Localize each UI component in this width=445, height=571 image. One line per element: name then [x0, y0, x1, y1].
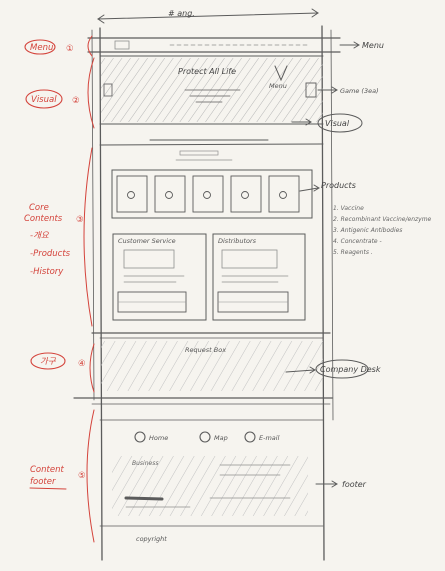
- label-visual: Visual: [31, 95, 57, 105]
- note-menu: Menu: [362, 41, 384, 50]
- visual-section: Protect All Life Menu: [99, 55, 324, 125]
- width-dimension: # ang.: [97, 8, 319, 24]
- product-item-5: 5. Reagents .: [333, 249, 373, 256]
- core-section: Customer Service Distributors: [111, 150, 313, 321]
- footer-link-map: Map: [214, 434, 228, 442]
- label-menu: Menu: [30, 43, 53, 53]
- product-tiles: [116, 175, 300, 213]
- label-content: Content: [30, 465, 64, 475]
- notice-box-label: Request Box: [185, 346, 226, 354]
- customer-panel: [112, 233, 207, 321]
- circle-num-5: ⑤: [78, 471, 86, 481]
- logo-box: [114, 40, 130, 50]
- core-item-history: -History: [30, 267, 64, 277]
- menu-section: [87, 37, 341, 53]
- circle-num-1: ①: [66, 44, 74, 54]
- product-tile: [116, 175, 148, 213]
- home-icon: [134, 431, 146, 443]
- label-notice: 가구: [40, 356, 57, 367]
- circle-num-3: ③: [76, 215, 84, 225]
- note-products: Products: [321, 181, 356, 190]
- product-item-3: 3. Antigenic Antibodies: [333, 227, 402, 234]
- footer-section: Home Map E-mail Business copyright: [99, 419, 324, 543]
- footer-link-email: E-mail: [259, 434, 280, 442]
- product-item-4: 4. Concentrate -: [333, 238, 382, 245]
- map-icon: [199, 431, 211, 443]
- product-item-1: 1. Vaccine: [333, 205, 364, 212]
- core-item-products: -Products: [30, 249, 71, 259]
- distributor-panel-title: Distributors: [218, 237, 257, 245]
- product-tile: [154, 175, 186, 213]
- left-annotations: Menu ① Visual ② Core Contents -개요 -Produ…: [24, 35, 95, 543]
- distributor-panel: [212, 233, 306, 321]
- customer-panel-title: Customer Service: [118, 237, 176, 245]
- product-tile: [192, 175, 224, 213]
- circle-num-4: ④: [78, 359, 86, 369]
- visual-menu-label: Menu: [269, 82, 287, 90]
- copyright-text: copyright: [136, 535, 167, 543]
- label-contents: Contents: [24, 214, 63, 224]
- email-icon: [244, 431, 256, 443]
- right-annotations: Menu Game (3ea) Visual Products 1. Vacci…: [285, 41, 432, 489]
- visual-title: Protect All Life: [178, 67, 236, 76]
- label-footer: footer: [30, 477, 56, 487]
- product-tile: [230, 175, 262, 213]
- note-company: Company Desk: [320, 365, 381, 374]
- notice-section: Request Box: [101, 341, 323, 391]
- label-core: Core: [29, 203, 49, 213]
- note-visual: Visual: [325, 119, 350, 128]
- note-game: Game (3ea): [340, 87, 379, 95]
- note-footer: footer: [342, 480, 367, 489]
- circle-num-2: ②: [72, 96, 80, 106]
- width-label: # ang.: [168, 9, 195, 18]
- footer-link-home: Home: [149, 434, 168, 442]
- footer-business-label: Business: [132, 460, 158, 467]
- product-tile: [268, 175, 300, 213]
- core-item-overview: -개요: [30, 230, 50, 241]
- product-item-2: 2. Recombinant Vaccine/enzyme: [333, 216, 432, 223]
